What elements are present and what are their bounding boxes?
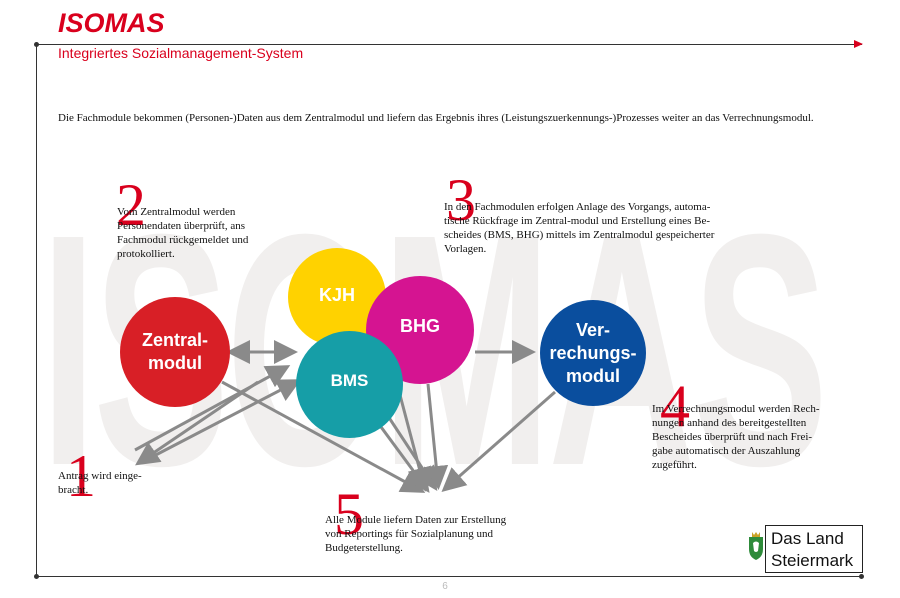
step-1-number: 1 — [66, 443, 96, 509]
arrow-antrag-1 — [134, 365, 291, 452]
verr-line-2: rechungs- — [549, 342, 637, 363]
step-3-line: tische Rückfrage im Zentral-modul und Er… — [444, 215, 711, 227]
logo-line-2: Steiermark — [771, 551, 854, 570]
zentral-line-1: Zentral- — [141, 330, 208, 350]
step-3-text: In den Fachmodulen erfolgen Anlage des V… — [444, 200, 714, 256]
logo-frame — [765, 525, 863, 573]
step-5-line: Budgeterstellung. — [325, 542, 403, 554]
step-3-line: Vorlagen. — [444, 243, 487, 255]
corner-dot-bottom-right — [859, 574, 864, 579]
step-2-line: Personendaten überprüft, ans — [117, 220, 245, 232]
arrow-verrechnung-report — [441, 390, 556, 492]
step-5-number: 5 — [334, 481, 364, 547]
brand-title: ISOMAS — [58, 8, 165, 38]
step-2-line: protokolliert. — [117, 248, 175, 260]
module-bms: BMS — [296, 331, 403, 438]
module-bhg: BHG — [366, 276, 474, 384]
land-steiermark-logo: Das Land Steiermark — [745, 525, 863, 577]
bhg-label: BHG — [400, 315, 440, 336]
page-number: 6 — [442, 581, 448, 592]
arrow-bhg-report — [424, 383, 449, 490]
step-3-number: 3 — [446, 167, 476, 233]
step-2-line: Fachmodul rückgemeldet und — [117, 234, 249, 246]
arrow-kjh-report — [398, 394, 432, 492]
verr-line-1: Ver- — [575, 319, 610, 340]
left-rule — [36, 44, 37, 577]
step-1-text: Antrag wird einge- bracht. — [58, 469, 142, 497]
bottom-rule — [36, 576, 862, 577]
arrow-fach-to-antrag — [135, 380, 259, 466]
step-2-number: 2 — [116, 172, 146, 238]
step-4-number: 4 — [660, 373, 690, 439]
step-4-line: Bescheides überprüft und nach Frei- — [652, 431, 813, 443]
module-verrechnungsmodul: Ver- rechungs- modul — [540, 300, 646, 406]
step-2-line: Vom Zentralmodul werden — [117, 206, 236, 218]
step-1-line: Antrag wird einge- — [58, 470, 142, 482]
module-zentralmodul: Zentral- modul — [120, 297, 230, 407]
intro-text: Die Fachmodule bekommen (Personen-)Daten… — [58, 112, 814, 124]
bms-label: BMS — [330, 370, 369, 390]
step-3-line: scheides (BMS, BHG) mittels im Zentralmo… — [444, 229, 715, 241]
step-2-text: Vom Zentralmodul werden Personendaten üb… — [117, 205, 248, 261]
step-4-line: zugeführt. — [652, 459, 697, 471]
red-arrow-icon — [854, 40, 863, 48]
step-5-line: Alle Module liefern Daten zur Erstellung — [325, 514, 507, 526]
step-4-line: Im Verrechnungsmodul werden Rech- — [652, 403, 820, 415]
step-3-line: In den Fachmodulen erfolgen Anlage des V… — [444, 201, 711, 213]
top-rule — [36, 44, 862, 45]
brand-subtitle: Integriertes Sozialmanagement-System — [58, 45, 304, 61]
step-4-line: nungen anhand des bereitgestellten — [652, 417, 807, 429]
step-5-text: Alle Module liefern Daten zur Erstellung… — [325, 513, 506, 555]
step-4-text: Im Verrechnungsmodul werden Rech- nungen… — [652, 402, 820, 472]
module-kjh: KJH — [288, 248, 386, 346]
arrow-antrag-2 — [149, 379, 302, 460]
corner-dot-top — [34, 42, 39, 47]
logo-line-1: Das Land — [771, 529, 844, 548]
arrow-zentral-report — [221, 380, 426, 493]
step-1-line: bracht. — [58, 484, 89, 496]
step-4-line: gabe automatisch der Auszahlung — [652, 445, 801, 457]
verr-line-3: modul — [565, 365, 620, 386]
steiermark-crest-icon — [749, 532, 763, 560]
corner-dot-bottom-left — [34, 574, 39, 579]
kjh-label: KJH — [318, 284, 355, 305]
zentral-line-2: modul — [147, 353, 202, 373]
step-5-line: von Reportings für Sozialplanung und — [325, 528, 494, 540]
